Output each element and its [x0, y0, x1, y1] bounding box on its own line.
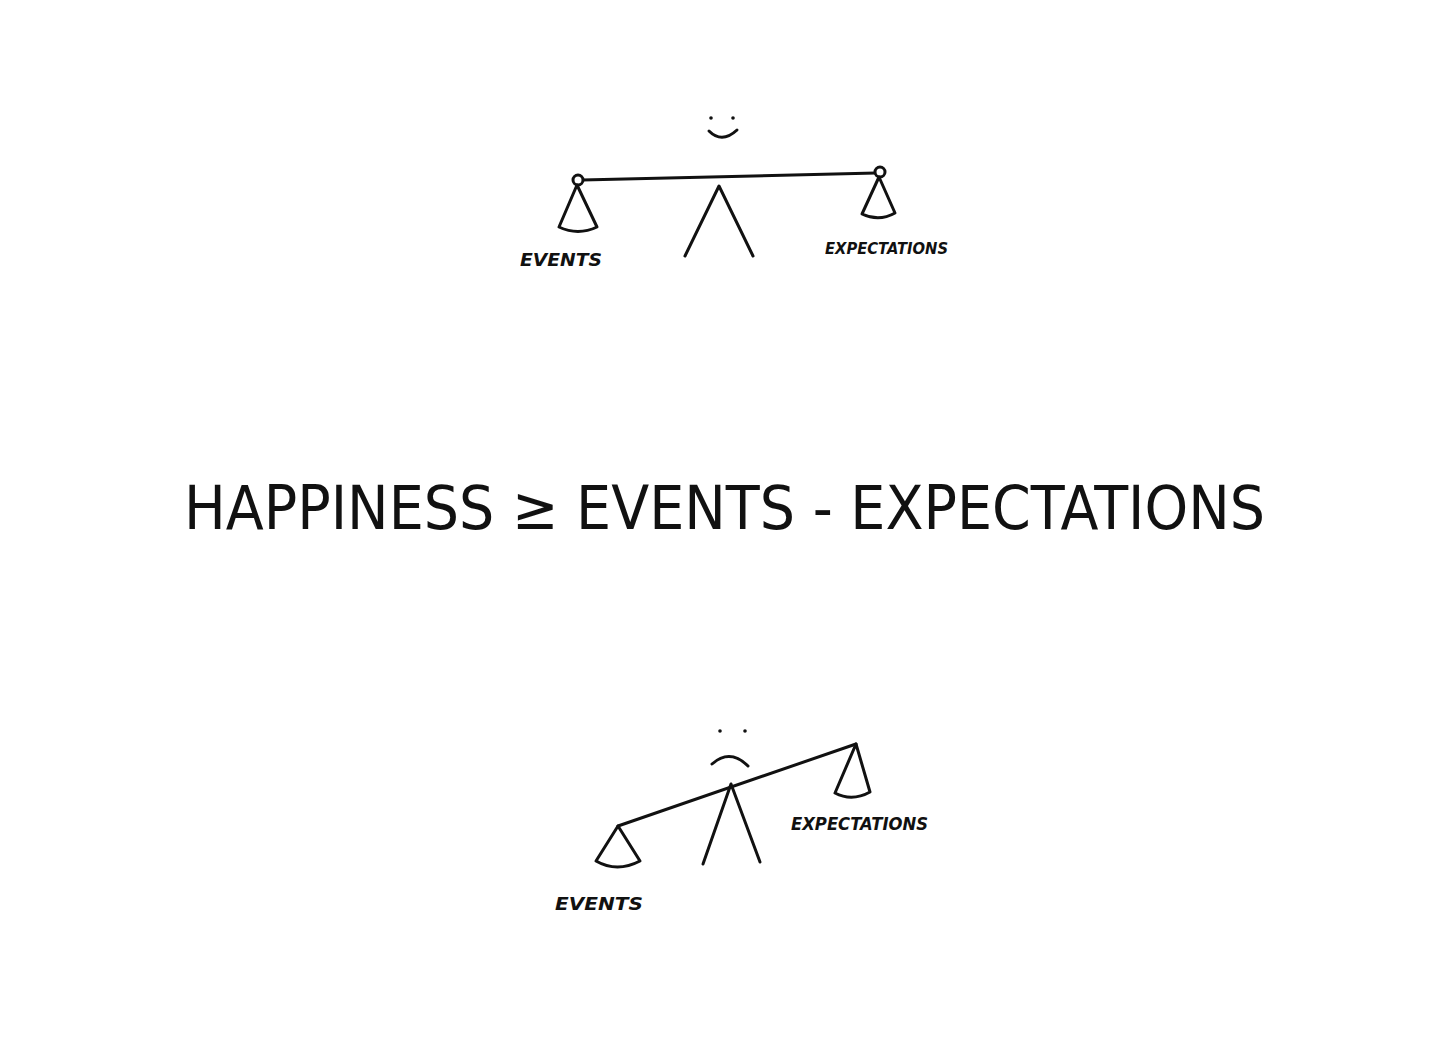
- smile: [709, 130, 737, 137]
- eye: [743, 729, 747, 733]
- eye: [718, 729, 722, 733]
- frown: [712, 756, 748, 766]
- eye: [709, 116, 713, 120]
- pan: [559, 185, 597, 232]
- pan: [596, 826, 640, 867]
- pan-label: EXPECTATIONS: [791, 815, 928, 833]
- hanger: [573, 175, 583, 185]
- pan: [862, 177, 895, 218]
- tipped-scale: [596, 729, 870, 867]
- pan-label: EVENTS: [520, 252, 602, 269]
- formula: HAPPINESS ≥ EVENTS - EXPECTATIONS: [184, 478, 1265, 538]
- stand: [685, 186, 753, 256]
- pan-label: EVENTS: [555, 895, 643, 913]
- beam: [582, 173, 876, 180]
- hanger: [875, 167, 885, 177]
- stand: [703, 784, 760, 864]
- eye: [731, 116, 735, 120]
- pan-label: EXPECTATIONS: [825, 241, 948, 257]
- beam: [618, 744, 856, 826]
- balanced-scale: [559, 116, 895, 256]
- pan: [835, 744, 870, 797]
